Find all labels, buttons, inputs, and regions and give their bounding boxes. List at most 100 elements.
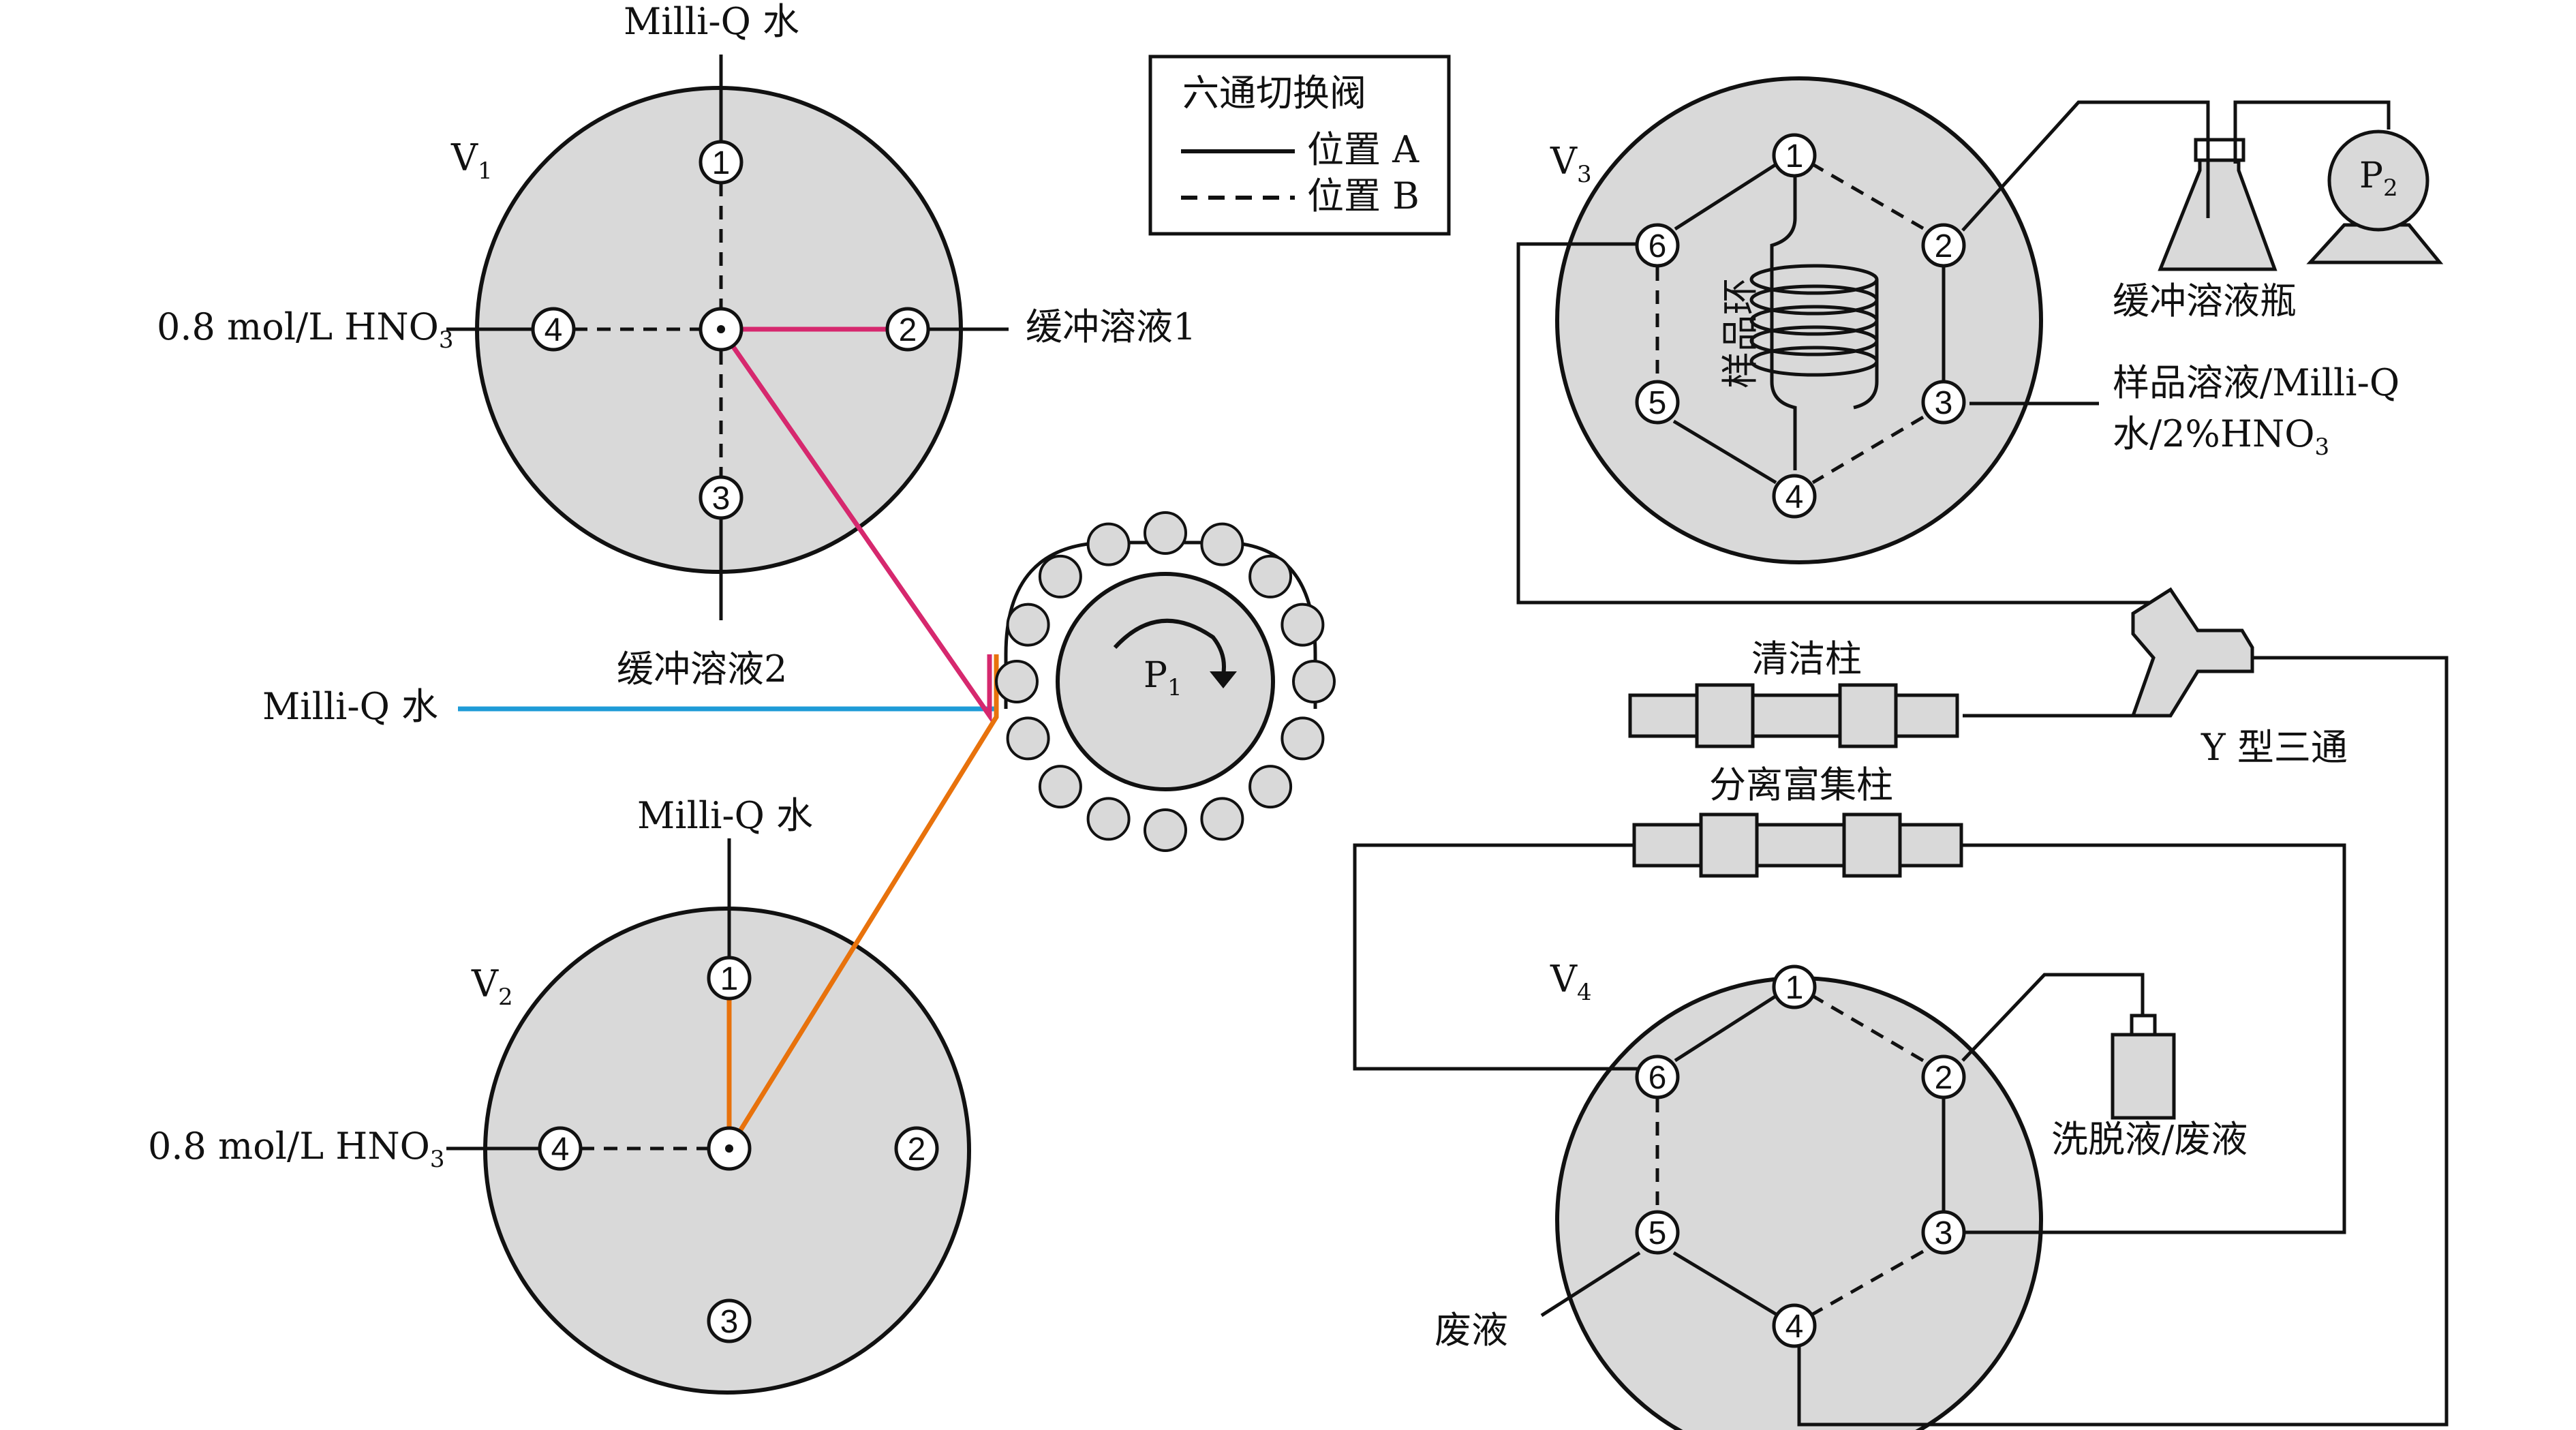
sample-solution-label-line1: 样品溶液/Milli-Q [2113,361,2399,404]
v3-port-5 [1635,380,1680,425]
tube-v3-to-bottle [1961,100,2210,232]
v4-name: V4 [1550,958,1592,1006]
v1-left-label: 0.8 mol/L HNO3 [157,305,454,354]
pump-p1-label: P1 [1144,655,1182,701]
pump-roller [1292,660,1336,703]
pump-rotation-arrowhead-icon [1210,671,1237,688]
pump-roller [1281,603,1325,647]
sample-loop-coil [1749,176,1879,470]
tube-bottle-to-p2 [2233,100,2391,140]
tube-v4-to-eluate [1961,973,2145,1062]
v3-port-4 [1772,474,1817,519]
pump-roller [1248,765,1293,809]
legend-dashed-label: 位置 B [1307,174,1420,217]
legend-box [1148,55,1451,236]
v1-port-label: 1 [712,145,731,181]
v4-port-label: 1 [1785,970,1804,1006]
v4-dash-3-4 [1811,1249,1925,1316]
clean-column-label: 清洁柱 [1751,637,1862,680]
v2-port-label: 2 [908,1131,926,1168]
v1-port-2 [885,307,930,352]
v1-top-label: Milli-Q 水 [624,0,799,43]
eluate-bottle-icon [2111,1014,2176,1120]
v1-name: V1 [450,136,493,185]
sample-loop-label: 样品环 [1719,278,1762,389]
v3-port-6 [1635,223,1680,268]
v2-port-2 [894,1126,939,1171]
legend-title: 六通切换阀 [1182,72,1366,115]
v1-port-label: 3 [712,481,731,517]
v2-port-label: 3 [720,1304,739,1340]
v1-right-label: 缓冲溶液1 [1026,305,1196,348]
v3-port-3 [1921,380,1966,425]
v2-port-label: 4 [551,1131,570,1168]
v2-port-3 [707,1298,752,1343]
v4-solid-6-1 [1674,993,1779,1063]
tube-sep-to-v4-6 [1353,843,1640,1071]
v1-port-3 [699,475,743,520]
pump-p2-label: P2 [2359,155,2398,202]
milliq-inlet-label: Milli-Q 水 [262,685,438,728]
v2-left-label: 0.8 mol/L HNO3 [148,1125,445,1173]
v3-port-2 [1921,223,1966,268]
v1-center-dot [717,325,725,333]
y-tee-connector-icon [2130,587,2254,718]
v3-port-label: 4 [1785,479,1804,515]
v4-port-label: 3 [1935,1215,1953,1251]
eluate-label: 洗脱液/废液 [2051,1118,2248,1161]
pump-roller [1086,797,1131,841]
buffer-bottle-icon [2158,138,2278,271]
pump-roller [1144,808,1187,852]
tube-sep-to-v4-3 [1963,843,2346,1234]
v3-solid-6-1 [1674,162,1779,231]
v2-port-4 [538,1126,583,1171]
v1-port-1 [699,140,743,185]
tube-ytee-to-v4-4 [1797,656,2449,1427]
separation-column-label: 分离富集柱 [1709,763,1893,806]
tube-ytee-to-clean [1963,651,2156,718]
y-tee-label: Y 型三通 [2201,726,2348,769]
v3-port-label: 1 [1785,138,1804,174]
pump-p1-body [1056,572,1275,791]
v3-port-label: 2 [1935,228,1953,264]
v1-port-4 [531,307,576,352]
clean-column-icon [1628,683,1959,748]
pump-roller [1144,511,1187,555]
v2-port-label: 1 [720,961,739,997]
valve-v3-body [1555,76,2043,564]
v4-port-label: 4 [1785,1309,1804,1345]
v3-port-label: 5 [1649,385,1667,421]
v4-port-1 [1772,964,1817,1009]
v4-port-label: 6 [1649,1060,1667,1096]
pump-roller [1038,554,1082,598]
pump-roller [1038,765,1082,809]
v4-port-label: 5 [1649,1215,1667,1251]
v1-port-label: 2 [899,312,917,348]
tube-v3-to-ytee [1516,242,2153,605]
v4-port-6 [1635,1054,1680,1099]
pump-roller [1248,554,1293,598]
pump-roller [1006,716,1050,761]
v4-solid-4-5 [1672,1251,1777,1316]
v3-port-1 [1772,133,1817,178]
pump-roller [1006,603,1050,647]
v3-port-label: 3 [1935,385,1953,421]
v1-bottom-label: 缓冲溶液2 [617,648,787,690]
v2-name: V2 [471,962,513,1011]
pump-p1-rollers [995,511,1336,852]
pump-roller [1200,522,1244,566]
legend-solid-label: 位置 A [1307,128,1420,171]
sample-solution-label-line2: 水/2%HNO3 [2113,412,2329,461]
pump-rotation-arrow-icon [1113,618,1226,675]
waste-label: 废液 [1435,1309,1508,1352]
v4-port-2 [1921,1054,1966,1099]
v4-port-4 [1772,1303,1817,1348]
v4-port-3 [1921,1210,1966,1255]
v2-port-1 [707,956,752,1001]
pump-roller [1200,797,1244,841]
v3-solid-4-5 [1672,419,1777,485]
pump-roller [995,660,1039,703]
